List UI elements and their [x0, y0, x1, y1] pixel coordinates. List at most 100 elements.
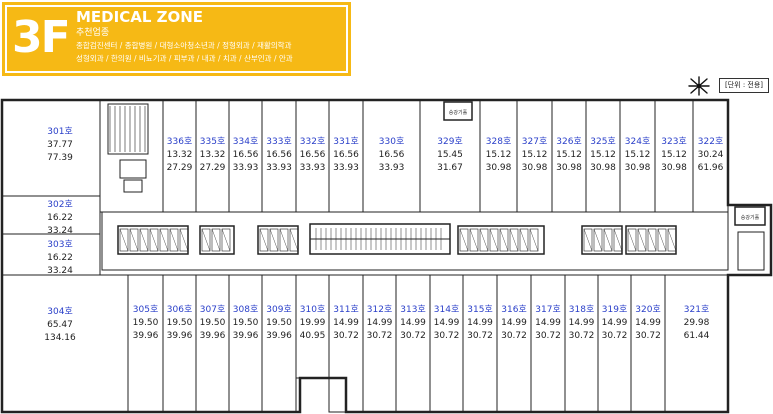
service-core-right — [737, 231, 765, 271]
restroom-core-center-cross — [529, 228, 539, 252]
restroom-core-center-cross — [509, 228, 519, 252]
stair-core-left-cross — [221, 228, 231, 252]
stair-left — [107, 103, 149, 155]
room-area-exclusive: 19.50 — [266, 318, 292, 328]
restroom-core-center-cross — [489, 228, 499, 252]
room-number: 334호 — [233, 136, 258, 147]
stair-core-right-cross — [637, 228, 647, 252]
elevator-bank-left-cross — [179, 228, 189, 252]
restroom-core-left-cross — [259, 228, 269, 252]
room-area-supply: 30.72 — [569, 331, 595, 341]
room-area-exclusive: 16.22 — [47, 253, 73, 263]
stair-core-left-cell — [211, 228, 221, 252]
room-area-exclusive: 16.56 — [266, 150, 292, 160]
elevator-bank-left-cell — [139, 228, 149, 252]
compass-rose-icon — [688, 76, 710, 96]
restroom-core-left-cross — [289, 228, 299, 252]
room-area-supply: 33.93 — [333, 163, 359, 173]
room-area-supply: 39.96 — [200, 331, 226, 341]
elevator-bank-left — [117, 225, 189, 255]
room-area-supply: 134.16 — [44, 333, 76, 343]
room-number: 302호 — [47, 199, 72, 210]
stair-core-right — [625, 225, 677, 255]
restroom-core-center-cross — [459, 228, 469, 252]
room-area-supply: 30.72 — [467, 331, 493, 341]
room-number: 319호 — [602, 304, 627, 315]
elevator-core-right-cross — [613, 228, 623, 252]
business-list-line-2: 성형외과 / 한의원 / 비뇨기과 / 피부과 / 내과 / 치과 / 산부인과… — [76, 54, 293, 63]
business-list-line-1: 종합검진센터 / 종합병원 / 대형소아청소년과 / 정형외과 / 재활의학과 — [76, 41, 292, 50]
room-number: 328호 — [486, 136, 511, 147]
room-area-supply: 61.44 — [684, 331, 710, 341]
zone-header: 3F MEDICAL ZONE 추천업종 종합검진센터 / 종합병원 / 대형소… — [2, 2, 351, 76]
stair-core-right-cross — [627, 228, 637, 252]
elevator-bank-left-cell — [169, 228, 179, 252]
stair-core-left-cell — [221, 228, 231, 252]
room-area-exclusive: 15.12 — [556, 150, 582, 160]
room-area-exclusive: 16.22 — [47, 213, 73, 223]
elevator-core-right-cross — [603, 228, 613, 252]
room-number: 315호 — [467, 304, 492, 315]
room-area-exclusive: 14.99 — [400, 318, 426, 328]
room-area-supply: 30.98 — [556, 163, 582, 173]
room-number: 304호 — [47, 306, 72, 317]
elevator-core-right-cell — [593, 228, 603, 252]
zone-header-frame — [5, 5, 348, 73]
room-area-supply: 33.93 — [300, 163, 326, 173]
room-area-exclusive: 14.99 — [635, 318, 661, 328]
restroom-core-center-cross — [469, 228, 479, 252]
room-area-supply: 33.93 — [266, 163, 292, 173]
restroom-core-center-cell — [479, 228, 489, 252]
room-number: 316호 — [501, 304, 526, 315]
room-area-supply: 33.24 — [47, 266, 73, 276]
room-area-supply: 39.96 — [233, 331, 259, 341]
room-area-supply: 30.72 — [535, 331, 561, 341]
elevator-bank-left-cell — [129, 228, 139, 252]
elevator-core-right-cross — [593, 228, 603, 252]
restroom-core-center — [457, 225, 545, 255]
elevator-bank-left-cross — [149, 228, 159, 252]
room-number: 305호 — [133, 304, 158, 315]
stair-core-right-cross — [657, 228, 667, 252]
room-area-supply: 33.93 — [379, 163, 405, 173]
room-area-supply: 30.72 — [635, 331, 661, 341]
room-area-supply: 30.98 — [661, 163, 687, 173]
stair-core-right-cell — [647, 228, 657, 252]
core-left — [99, 99, 164, 213]
stair-core-right-cross — [667, 228, 677, 252]
elevator-bank-left-cross — [159, 228, 169, 252]
restroom-core-center-cell — [489, 228, 499, 252]
room-321호 — [664, 274, 729, 413]
room-area-exclusive: 15.12 — [522, 150, 548, 160]
room-number: 308호 — [233, 304, 258, 315]
room-area-supply: 30.72 — [333, 331, 359, 341]
restroom-left-2 — [123, 179, 143, 193]
elevator-bank-left-cross — [139, 228, 149, 252]
room-area-supply: 30.98 — [625, 163, 651, 173]
room-number: 332호 — [300, 136, 325, 147]
elevator-hall-top — [443, 101, 473, 121]
room-area-exclusive: 14.99 — [434, 318, 460, 328]
room-area-supply: 39.96 — [133, 331, 159, 341]
room-number: 331호 — [333, 136, 358, 147]
restroom-core-left-cross — [269, 228, 279, 252]
room-number: 320호 — [635, 304, 660, 315]
room-area-supply: 39.96 — [266, 331, 292, 341]
room-area-exclusive: 19.50 — [233, 318, 259, 328]
room-number: 322호 — [698, 136, 723, 147]
room-number: 311호 — [333, 304, 358, 315]
room-area-exclusive: 15.12 — [590, 150, 616, 160]
room-number: 323호 — [661, 136, 686, 147]
room-area-exclusive: 14.99 — [333, 318, 359, 328]
room-number: 318호 — [569, 304, 594, 315]
restroom-core-left-cell — [289, 228, 299, 252]
room-number: 317호 — [535, 304, 560, 315]
elevator-hall-label: 승강기홀 — [449, 109, 468, 116]
room-area-supply: 30.98 — [590, 163, 616, 173]
room-number: 312호 — [367, 304, 392, 315]
restroom-core-center-cell — [529, 228, 539, 252]
room-number: 321호 — [684, 304, 709, 315]
elevator-hall-right — [734, 206, 766, 226]
stair-core-right-cell — [637, 228, 647, 252]
